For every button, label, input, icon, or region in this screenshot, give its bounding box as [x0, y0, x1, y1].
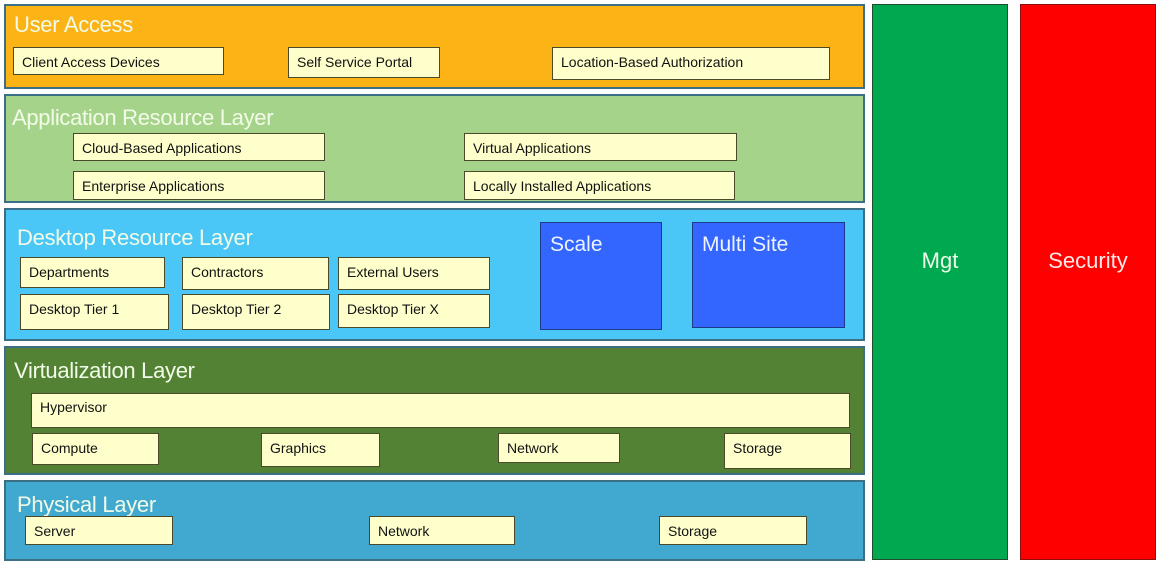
contractors-box[interactable]: Contractors	[182, 257, 329, 290]
physical-network-box[interactable]: Network	[369, 516, 515, 545]
desktop-resource-layer: Desktop Resource Layer Departments Contr…	[4, 208, 865, 341]
security-pillar[interactable]: Security	[1020, 4, 1156, 560]
departments-box[interactable]: Departments	[20, 257, 165, 288]
desktop-tier-2-box[interactable]: Desktop Tier 2	[182, 294, 330, 330]
desktop-resource-title: Desktop Resource Layer	[17, 225, 253, 250]
locally-installed-applications-box[interactable]: Locally Installed Applications	[464, 171, 735, 200]
scale-box[interactable]: Scale	[540, 222, 662, 330]
virtual-applications-box[interactable]: Virtual Applications	[464, 133, 737, 161]
user-access-layer: User Access Client Access Devices Self S…	[4, 4, 865, 89]
management-pillar[interactable]: Mgt	[872, 4, 1008, 560]
compute-box[interactable]: Compute	[32, 433, 159, 465]
security-label: Security	[1048, 248, 1128, 273]
network-box[interactable]: Network	[498, 433, 620, 463]
desktop-tier-x-box[interactable]: Desktop Tier X	[338, 294, 490, 328]
client-access-devices-box[interactable]: Client Access Devices	[13, 47, 224, 75]
storage-box[interactable]: Storage	[724, 433, 851, 469]
external-users-box[interactable]: External Users	[338, 257, 490, 290]
physical-layer: Physical Layer Server Network Storage	[4, 480, 865, 561]
virtualization-title: Virtualization Layer	[14, 358, 195, 383]
server-box[interactable]: Server	[25, 516, 173, 545]
management-label: Mgt	[921, 248, 959, 273]
desktop-tier-1-box[interactable]: Desktop Tier 1	[20, 294, 169, 330]
multi-site-box[interactable]: Multi Site	[692, 222, 845, 328]
multi-site-label: Multi Site	[702, 233, 789, 256]
location-based-authorization-box[interactable]: Location-Based Authorization	[552, 47, 830, 80]
physical-storage-box[interactable]: Storage	[659, 516, 807, 545]
self-service-portal-box[interactable]: Self Service Portal	[288, 47, 440, 78]
scale-label: Scale	[550, 233, 603, 256]
physical-title: Physical Layer	[17, 492, 156, 517]
user-access-title: User Access	[14, 12, 133, 37]
cloud-based-applications-box[interactable]: Cloud-Based Applications	[73, 133, 325, 161]
enterprise-applications-box[interactable]: Enterprise Applications	[73, 171, 325, 200]
virtualization-layer: Virtualization Layer Hypervisor Compute …	[4, 346, 865, 475]
application-resource-layer: Application Resource Layer Cloud-Based A…	[4, 94, 865, 203]
application-resource-title: Application Resource Layer	[12, 105, 274, 130]
hypervisor-box[interactable]: Hypervisor	[31, 393, 850, 428]
graphics-box[interactable]: Graphics	[261, 433, 380, 467]
